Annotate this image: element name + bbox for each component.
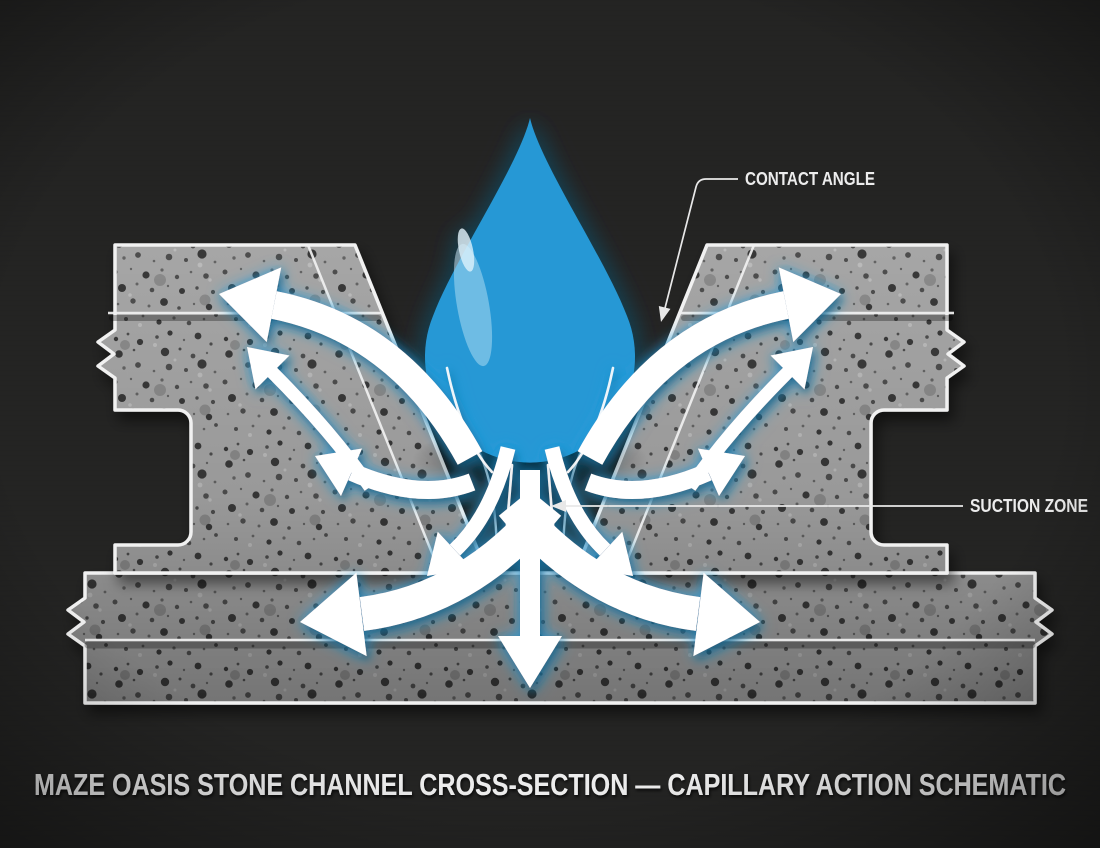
capillary-schematic: CONTACT ANGLE SUCTION ZONE MAZE OASIS ST… — [0, 0, 1100, 848]
vignette-overlay — [0, 0, 1100, 848]
schematic-canvas: CONTACT ANGLE SUCTION ZONE MAZE OASIS ST… — [0, 0, 1100, 848]
